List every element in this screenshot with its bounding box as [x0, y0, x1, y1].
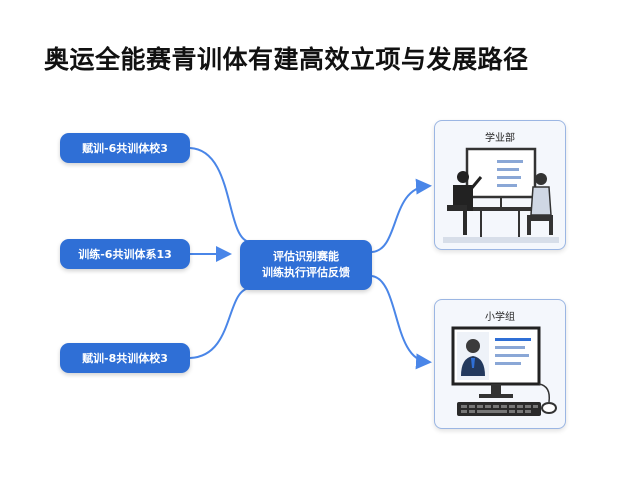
left-node-2: 训练-6共训体系13 [60, 239, 190, 269]
chair-left [447, 205, 467, 235]
keyboard-shape [457, 402, 541, 416]
mouse-shape [541, 402, 557, 414]
panel-study-label: 学业部 [485, 133, 515, 144]
student-head [535, 173, 547, 185]
center-node-line2: 训练执行评估反馈 [262, 266, 350, 279]
connector-top [189, 147, 251, 243]
presentation-screen [465, 147, 537, 199]
connector-to-bottom-panel [371, 275, 432, 370]
left-node-3-label: 赋训-8共训体校3 [82, 352, 168, 365]
panel-primary: 小学组 [434, 299, 566, 429]
teacher-body [453, 185, 473, 211]
computer-illustration [451, 326, 557, 416]
left-node-1: 赋训-6共训体校3 [60, 133, 190, 163]
diagram-title: 奥运全能赛青训体有建高效立项与发展路径 [44, 45, 529, 74]
panel-study: 学业部 [434, 120, 566, 250]
center-node-line1: 评估识别赛能 [273, 250, 339, 263]
monitor-stand [491, 384, 501, 394]
person-head [466, 339, 480, 353]
left-node-1-label: 赋训-6共训体校3 [82, 142, 168, 155]
chair-right [527, 215, 553, 235]
left-node-3: 赋训-8共训体校3 [60, 343, 190, 373]
connector-to-top-panel [371, 178, 432, 253]
classroom-illustration [443, 147, 559, 243]
center-node: 评估识别赛能 训练执行评估反馈 [240, 240, 372, 290]
student-body [530, 186, 552, 216]
desk-shape [469, 207, 531, 211]
panel-primary-label: 小学组 [485, 312, 515, 323]
connector-bottom [189, 287, 251, 359]
teacher-head [457, 171, 469, 183]
floor-shape [443, 237, 559, 243]
left-node-2-label: 训练-6共训体系13 [78, 248, 172, 261]
